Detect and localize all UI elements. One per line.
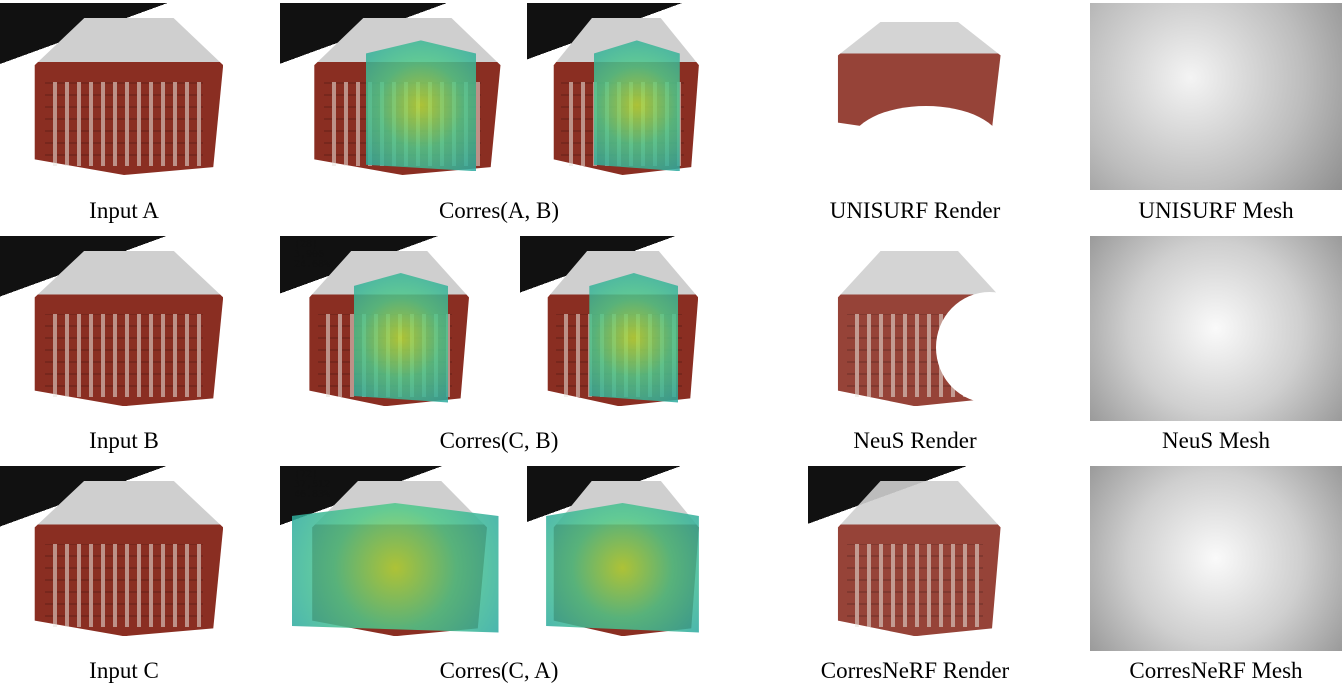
caption-corresnerf-mesh: CorresNeRF Mesh <box>1129 658 1303 683</box>
caption-corres-cb: Corres(C, B) <box>439 428 559 453</box>
caption-corres-ab: Corres(A, B) <box>438 198 560 223</box>
caption-input-b: Input B <box>89 428 159 453</box>
caption-corres-ca: Corres(C, A) <box>439 658 559 683</box>
caption-neus-mesh: NeuS Mesh <box>1162 428 1270 453</box>
corres-ab-image-right <box>527 3 718 190</box>
input-c-image <box>0 466 248 651</box>
caption-input-c: Input C <box>89 658 159 683</box>
unisurf-render-image <box>808 3 1022 190</box>
caption-unisurf-render: UNISURF Render <box>829 198 1001 223</box>
caption-unisurf-mesh: UNISURF Mesh <box>1138 198 1294 223</box>
corres-ca-image-right <box>527 466 718 651</box>
corres-cb-image-right <box>520 236 718 421</box>
corresnerf-render-image <box>808 466 1022 651</box>
corresnerf-mesh-image <box>1090 466 1342 651</box>
unisurf-mesh-image <box>1090 3 1342 190</box>
neus-mesh-image <box>1090 236 1342 421</box>
input-a-image <box>0 3 248 190</box>
corres-ab-image-left <box>280 3 525 190</box>
caption-neus-render: NeuS Render <box>853 428 977 453</box>
input-b-image <box>0 236 248 421</box>
caption-input-a: Input A <box>89 198 159 223</box>
neus-render-image <box>808 236 1022 421</box>
caption-corresnerf-render: CorresNeRF Render <box>820 658 1010 683</box>
